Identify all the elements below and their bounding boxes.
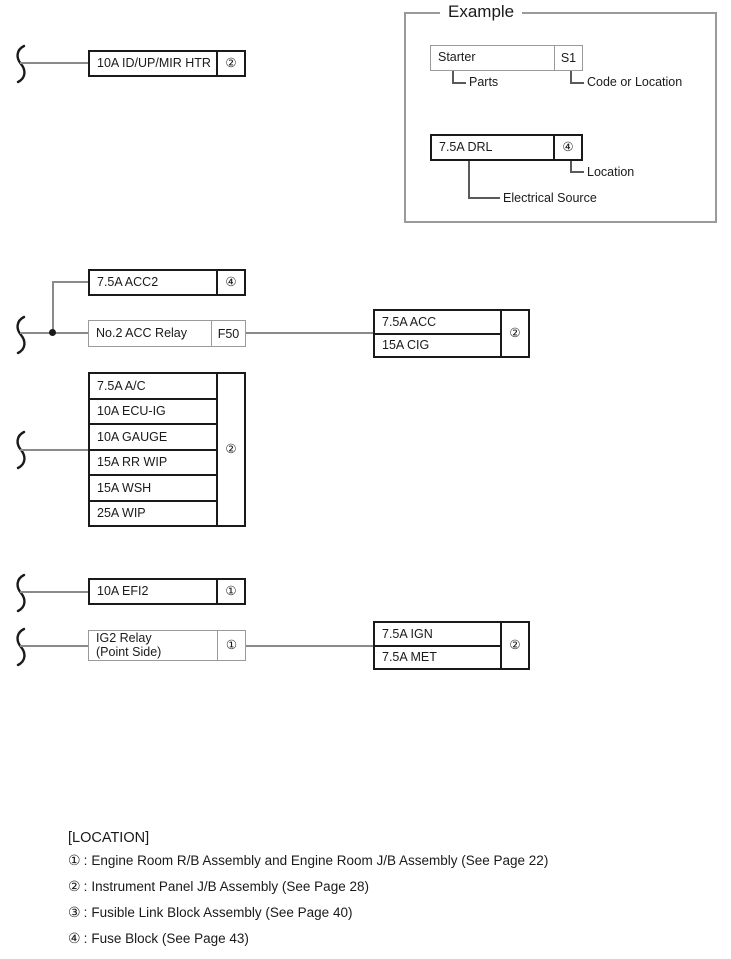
wire-break-icon-1 <box>10 44 32 84</box>
fuse-box-acc-cig-code: ② <box>500 311 528 356</box>
fuse-row: 10A ECU-IG <box>90 397 216 424</box>
example-leader-parts-vertical <box>452 71 454 84</box>
legend-item-text: Fuse Block (See Page 43) <box>91 931 249 946</box>
fuse-box-acc-cig: 7.5A ACC 15A CIG ② <box>373 309 530 358</box>
wire-segment-acc-relay-to-fuses <box>246 332 374 334</box>
example-leader-location-label: Location <box>587 165 635 179</box>
wire-segment-ip-jb-stack <box>20 449 90 451</box>
legend-num-icon: ① <box>68 852 81 868</box>
legend-item-4: ④ : Fuse Block (See Page 43) <box>68 931 548 957</box>
example-frame-title: Example <box>440 3 523 21</box>
fuse-box-instrument-panel-stack: 7.5A A/C 10A ECU-IG 10A GAUGE 15A RR WIP… <box>88 372 246 527</box>
wire-break-icon-4 <box>10 573 32 613</box>
fuse-row: 15A RR WIP <box>90 448 216 475</box>
example-source-box-drl-code: ④ <box>553 136 581 159</box>
wire-segment-efi2 <box>20 591 90 593</box>
example-source-box-drl: 7.5A DRL ④ <box>430 134 583 161</box>
example-leader-code-vertical <box>570 71 572 84</box>
fuse-box-ign-met: 7.5A IGN 7.5A MET ② <box>373 621 530 670</box>
source-box-id-up-mir-htr: 10A ID/UP/MIR HTR ② <box>88 50 246 77</box>
fuse-row: 15A CIG <box>375 332 500 357</box>
part-box-no2-acc-relay: No.2 ACC Relay F50 <box>88 320 246 347</box>
wire-branch-acc2-riser <box>52 281 54 333</box>
example-part-box-starter-label: Starter <box>438 50 476 65</box>
wire-segment-ig2-to-fuses <box>246 645 374 647</box>
legend-num-icon: ③ <box>68 904 81 920</box>
fuse-row: 7.5A A/C <box>97 378 146 393</box>
legend-separator: : <box>83 931 88 946</box>
wire-segment-ig2-relay <box>20 645 90 647</box>
example-leader-elec-source-horizontal <box>468 197 500 199</box>
part-box-ig2-relay-code: ① <box>217 631 245 660</box>
legend-item-2: ② : Instrument Panel J/B Assembly (See P… <box>68 879 548 905</box>
legend-num-icon: ② <box>68 878 81 894</box>
legend-item-text: Engine Room R/B Assembly and Engine Room… <box>91 853 549 868</box>
source-box-acc2-code: ④ <box>216 271 244 294</box>
legend-separator: : <box>83 879 88 894</box>
fuse-row: 10A GAUGE <box>90 423 216 449</box>
part-box-ig2-relay: IG2 Relay (Point Side) ① <box>88 630 246 661</box>
legend-item-text: Instrument Panel J/B Assembly (See Page … <box>91 879 369 894</box>
fuse-row: 15A WSH <box>90 474 216 500</box>
wire-segment-htr <box>20 62 90 64</box>
source-box-id-up-mir-htr-label: 10A ID/UP/MIR HTR <box>97 55 211 70</box>
legend-separator: : <box>83 905 88 920</box>
example-leader-elec-source-label: Electrical Source <box>503 191 597 205</box>
junction-dot-acc <box>49 329 56 336</box>
example-leader-code-label: Code or Location <box>587 75 683 89</box>
example-part-box-starter: Starter S1 <box>430 45 583 71</box>
legend-item-3: ③ : Fusible Link Block Assembly (See Pag… <box>68 905 548 931</box>
wire-break-icon-2 <box>10 315 32 355</box>
legend-item-1: ① : Engine Room R/B Assembly and Engine … <box>68 853 548 879</box>
fuse-box-ign-met-rows: 7.5A IGN 7.5A MET <box>375 623 500 668</box>
fuse-row: 7.5A IGN <box>382 626 433 641</box>
example-leader-elec-source-vertical <box>468 161 470 199</box>
example-leader-parts-horizontal <box>452 82 466 84</box>
fuse-box-instrument-panel-stack-code: ② <box>216 374 244 525</box>
example-leader-location-vertical <box>570 161 572 172</box>
fuse-row: 7.5A ACC <box>382 314 437 329</box>
part-box-ig2-relay-label: IG2 Relay (Point Side) <box>96 631 162 659</box>
example-leader-location-horizontal <box>570 171 584 173</box>
fuse-box-acc-cig-rows: 7.5A ACC 15A CIG <box>375 311 500 356</box>
example-source-box-drl-label: 7.5A DRL <box>439 139 493 154</box>
example-frame <box>404 12 717 223</box>
wire-branch-acc2-horizontal <box>52 281 90 283</box>
example-leader-code-horizontal <box>570 82 584 84</box>
location-legend: [LOCATION] ① : Engine Room R/B Assembly … <box>68 830 548 957</box>
example-leader-parts-label: Parts <box>469 75 499 89</box>
fuse-box-ign-met-code: ② <box>500 623 528 668</box>
source-box-efi2-code: ① <box>216 580 244 603</box>
source-box-id-up-mir-htr-code: ② <box>216 52 244 75</box>
source-box-efi2: 10A EFI2 ① <box>88 578 246 605</box>
source-box-efi2-label: 10A EFI2 <box>97 583 149 598</box>
wire-break-icon-5 <box>10 627 32 667</box>
legend-num-icon: ④ <box>68 930 81 946</box>
source-box-acc2-label: 7.5A ACC2 <box>97 274 159 289</box>
source-box-acc2: 7.5A ACC2 ④ <box>88 269 246 296</box>
fuse-row: 7.5A MET <box>375 644 500 669</box>
fuse-box-instrument-panel-stack-rows: 7.5A A/C 10A ECU-IG 10A GAUGE 15A RR WIP… <box>90 374 216 525</box>
legend-separator: : <box>83 853 88 868</box>
example-part-box-starter-code: S1 <box>554 46 582 70</box>
fuse-row: 25A WIP <box>90 499 216 526</box>
legend-item-text: Fusible Link Block Assembly (See Page 40… <box>91 905 353 920</box>
part-box-no2-acc-relay-label: No.2 ACC Relay <box>96 325 188 340</box>
part-box-no2-acc-relay-code: F50 <box>211 321 245 346</box>
location-legend-title: [LOCATION] <box>68 830 150 846</box>
